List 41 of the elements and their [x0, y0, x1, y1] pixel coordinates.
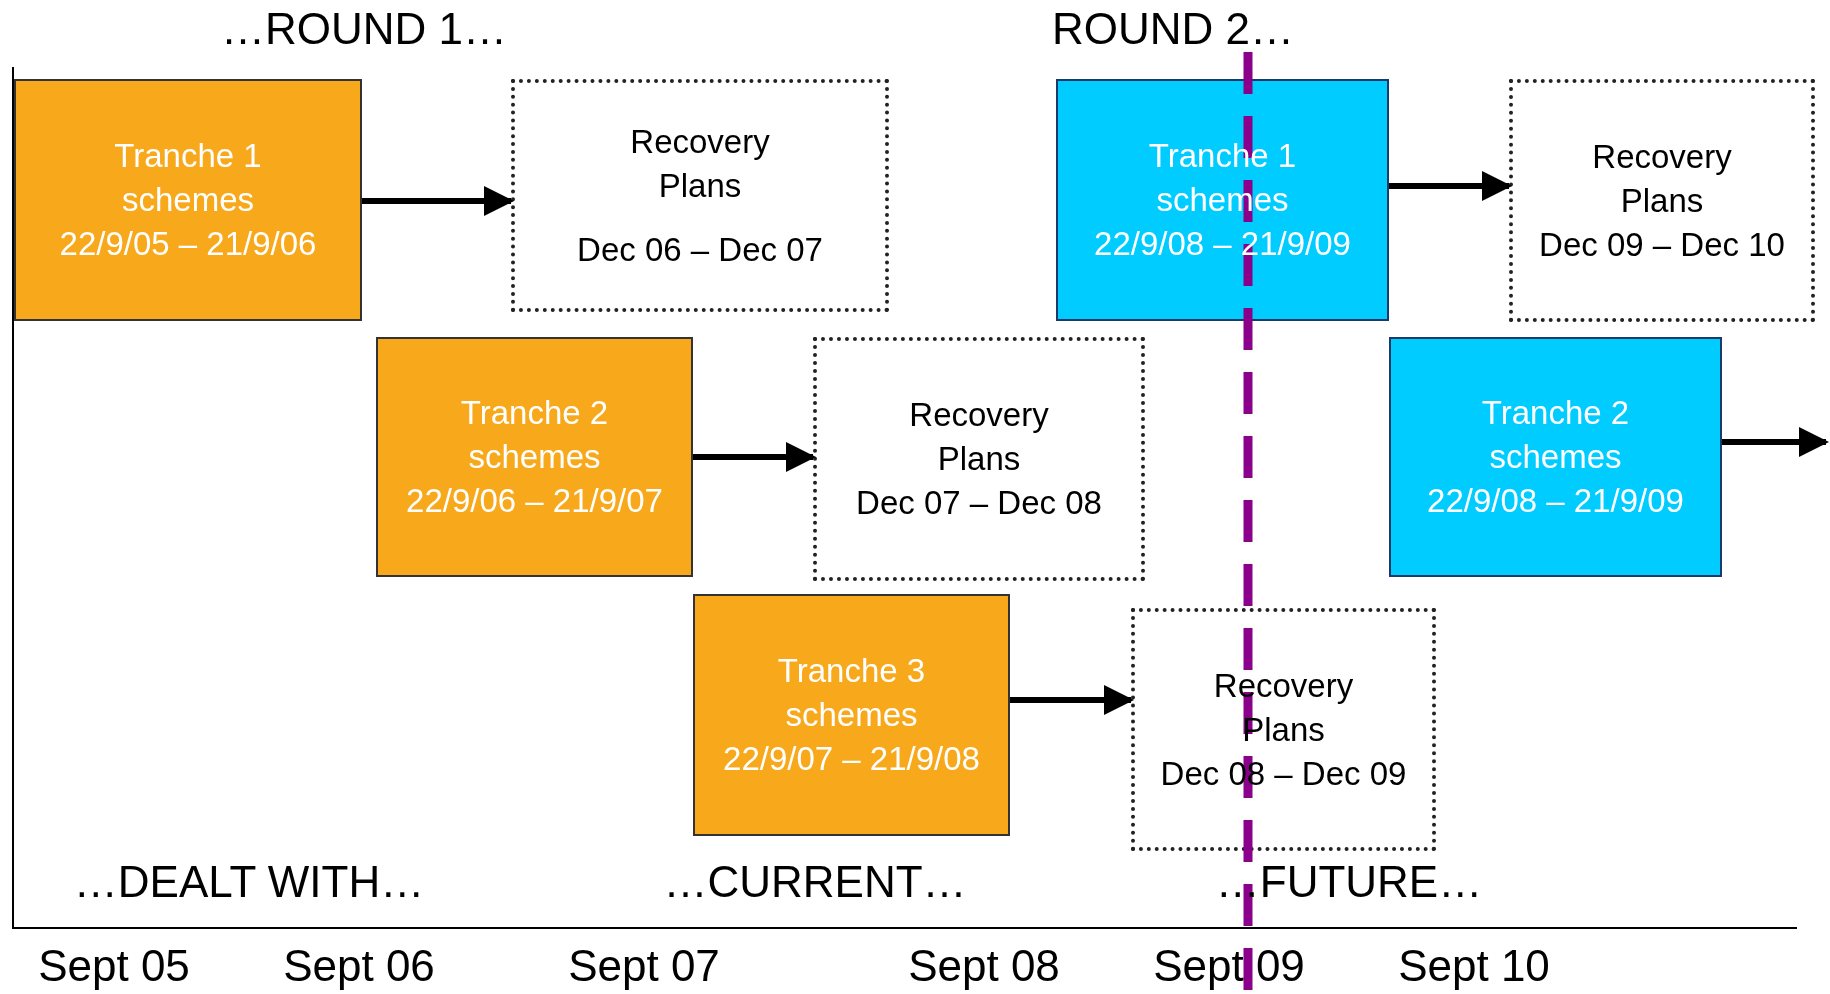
box-title: Tranche 1 schemes: [113, 136, 263, 220]
axis-tick-label: Sept 09: [1153, 941, 1305, 991]
plan-box: [813, 337, 1145, 581]
box-title: Tranche 3 schemes: [776, 651, 927, 735]
date-range: Dec 07 – Dec 08: [856, 483, 1102, 523]
period-label: …DEALT WITH…: [73, 857, 425, 907]
axis-tick-label: Sept 07: [568, 941, 720, 991]
date-range: 22/9/06 – 21/9/07: [406, 481, 663, 521]
period-label: …FUTURE…: [1215, 857, 1483, 907]
plan-box: [1131, 608, 1436, 851]
arrow: [1389, 171, 1512, 201]
period-label: …CURRENT…: [663, 857, 967, 907]
arrow: [362, 186, 514, 216]
arrow: [693, 442, 816, 472]
date-range: Dec 06 – Dec 07: [577, 229, 823, 270]
box-title: Tranche 2 schemes: [1480, 393, 1631, 477]
scheme-box: [1056, 79, 1389, 321]
arrow: [1010, 685, 1134, 715]
date-range: 22/9/07 – 21/9/08: [723, 739, 980, 779]
axis-tick-label: Sept 05: [38, 941, 190, 991]
round-heading: ROUND 2…: [1052, 4, 1294, 54]
scheme-box: [376, 337, 693, 577]
date-range: Dec 09 – Dec 10: [1539, 224, 1785, 265]
axis-tick-label: Sept 10: [1398, 941, 1550, 991]
scheme-box: [14, 79, 362, 321]
date-range: 22/9/08 – 21/9/09: [1094, 224, 1351, 264]
round-heading: …ROUND 1…: [221, 4, 507, 54]
box-title: Tranche 2 schemes: [459, 393, 610, 477]
box-title: Recovery Plans: [1212, 665, 1355, 750]
box-title: Recovery Plans: [629, 121, 771, 206]
plan-box: [1509, 79, 1815, 322]
plan-box: [511, 79, 889, 312]
scheme-box: [693, 594, 1010, 836]
axis-tick-label: Sept 08: [908, 941, 1060, 991]
date-range: 22/9/08 – 21/9/09: [1427, 481, 1684, 521]
box-title: Recovery Plans: [908, 395, 1050, 479]
date-range: 22/9/05 – 21/9/06: [59, 224, 317, 264]
box-title: Recovery Plans: [1591, 136, 1733, 221]
axis-tick-label: Sept 06: [283, 941, 435, 991]
scheme-box: [1389, 337, 1722, 577]
arrow: [1722, 427, 1829, 457]
